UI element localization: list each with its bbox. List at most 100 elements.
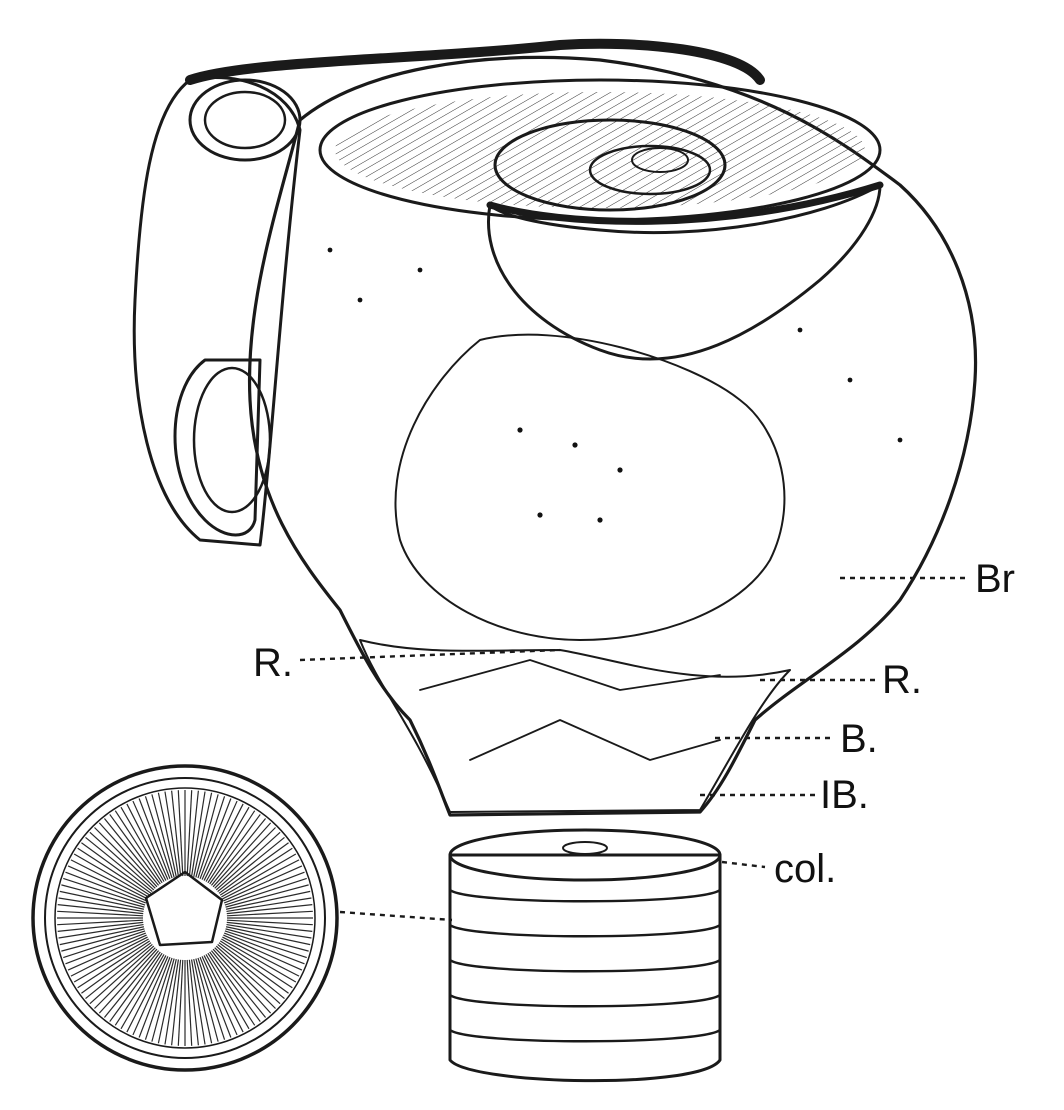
label-infrabasal: IB. xyxy=(820,773,869,817)
radial-striation xyxy=(126,803,167,881)
calyx-body xyxy=(132,38,978,817)
radial-striation xyxy=(120,806,165,882)
radial-striation xyxy=(226,910,313,917)
radial-striation xyxy=(207,952,256,1026)
radial-striation xyxy=(214,827,276,889)
radial-striation xyxy=(114,810,163,884)
radial-striation xyxy=(77,847,151,896)
radial-striation xyxy=(218,842,289,894)
radial-striation xyxy=(217,943,285,1000)
radial-striation xyxy=(188,790,199,877)
brachial-region xyxy=(394,333,786,641)
radial-striation xyxy=(89,945,155,1005)
radial-striation xyxy=(144,957,173,1040)
radial-striation xyxy=(226,923,312,939)
radial-striation xyxy=(193,792,213,878)
radial-striation xyxy=(223,871,305,904)
column-segment xyxy=(448,828,722,1083)
radial-striation xyxy=(225,884,309,908)
radial-striation xyxy=(164,959,180,1045)
radial-striation xyxy=(215,831,281,891)
radial-striation xyxy=(226,897,312,913)
radial-striation xyxy=(103,818,160,886)
radial-striation xyxy=(138,956,171,1038)
calyx-outline xyxy=(247,55,978,817)
radial-striation xyxy=(215,945,281,1005)
radial-striation xyxy=(61,928,145,952)
central-coil-inner xyxy=(493,118,727,212)
radial-striation xyxy=(225,926,311,946)
radial-striation xyxy=(201,956,238,1036)
radial-striation xyxy=(201,800,238,880)
radial-striation xyxy=(81,942,152,994)
radial-striation xyxy=(219,940,293,989)
radial-striation xyxy=(221,938,297,983)
radial-striation xyxy=(209,814,261,885)
radial-striation xyxy=(57,910,144,917)
radial-striation xyxy=(157,792,177,878)
radial-striation xyxy=(223,865,303,902)
radial-striation xyxy=(151,958,175,1042)
radial-striation xyxy=(61,884,145,908)
radial-striation xyxy=(197,796,226,879)
left-arm-opening xyxy=(192,366,272,514)
radial-striation xyxy=(195,794,219,878)
radial-striation xyxy=(225,890,311,910)
radial-striation xyxy=(57,921,144,932)
radial-striation xyxy=(109,951,161,1022)
radial-striation xyxy=(210,950,267,1018)
radial-striation xyxy=(226,904,313,915)
radial-striation xyxy=(59,926,145,946)
basal-plates xyxy=(419,659,721,761)
radial-striation xyxy=(85,836,153,893)
radial-striation xyxy=(70,936,148,977)
radial-striation xyxy=(212,948,272,1014)
radial-striation xyxy=(171,959,182,1046)
radial-striation xyxy=(217,836,285,893)
radial-striation xyxy=(190,791,206,877)
radial-striation xyxy=(59,890,145,910)
radial-striation xyxy=(98,822,158,888)
radial-zone xyxy=(359,639,791,813)
radial-striation xyxy=(132,800,169,880)
radial-striation xyxy=(103,950,160,1018)
right-coiled-arm xyxy=(487,183,882,361)
radial-striation xyxy=(63,930,146,959)
radial-striation xyxy=(188,959,199,1046)
radial-striation xyxy=(73,938,149,983)
radial-striation xyxy=(190,959,206,1045)
radial-striation xyxy=(224,930,307,959)
radial-striation xyxy=(65,871,147,904)
radial-striation xyxy=(58,923,144,939)
radial-striation xyxy=(67,865,147,902)
radial-striation xyxy=(144,796,173,879)
radial-striation xyxy=(199,798,232,880)
radial-striation xyxy=(225,928,309,952)
radial-striation xyxy=(222,936,300,977)
radial-striation xyxy=(210,818,267,886)
radial-striation xyxy=(203,803,244,881)
radial-striation xyxy=(126,955,167,1033)
radial-striation xyxy=(222,859,300,900)
radial-striation xyxy=(81,842,152,894)
central-canal-pentagon xyxy=(144,870,224,947)
radial-striation xyxy=(177,790,184,877)
radial-striation xyxy=(209,951,261,1022)
radial-striation xyxy=(199,956,232,1038)
radial-striation xyxy=(214,947,276,1009)
radial-striation xyxy=(94,947,156,1009)
radial-striation xyxy=(197,957,226,1040)
radial-striation xyxy=(98,948,158,1014)
label-radial-left: R. xyxy=(253,641,293,685)
radial-striation xyxy=(120,954,165,1030)
radial-striation xyxy=(193,958,213,1044)
radial-striation xyxy=(171,790,182,877)
radial-striation xyxy=(67,934,147,971)
radial-striation xyxy=(221,853,297,898)
columnal-cross-section xyxy=(31,764,339,1072)
left-arm-lower-socket xyxy=(173,358,262,537)
radial-striation xyxy=(186,959,193,1046)
radial-striation xyxy=(132,956,169,1036)
radial-striation xyxy=(205,806,250,882)
